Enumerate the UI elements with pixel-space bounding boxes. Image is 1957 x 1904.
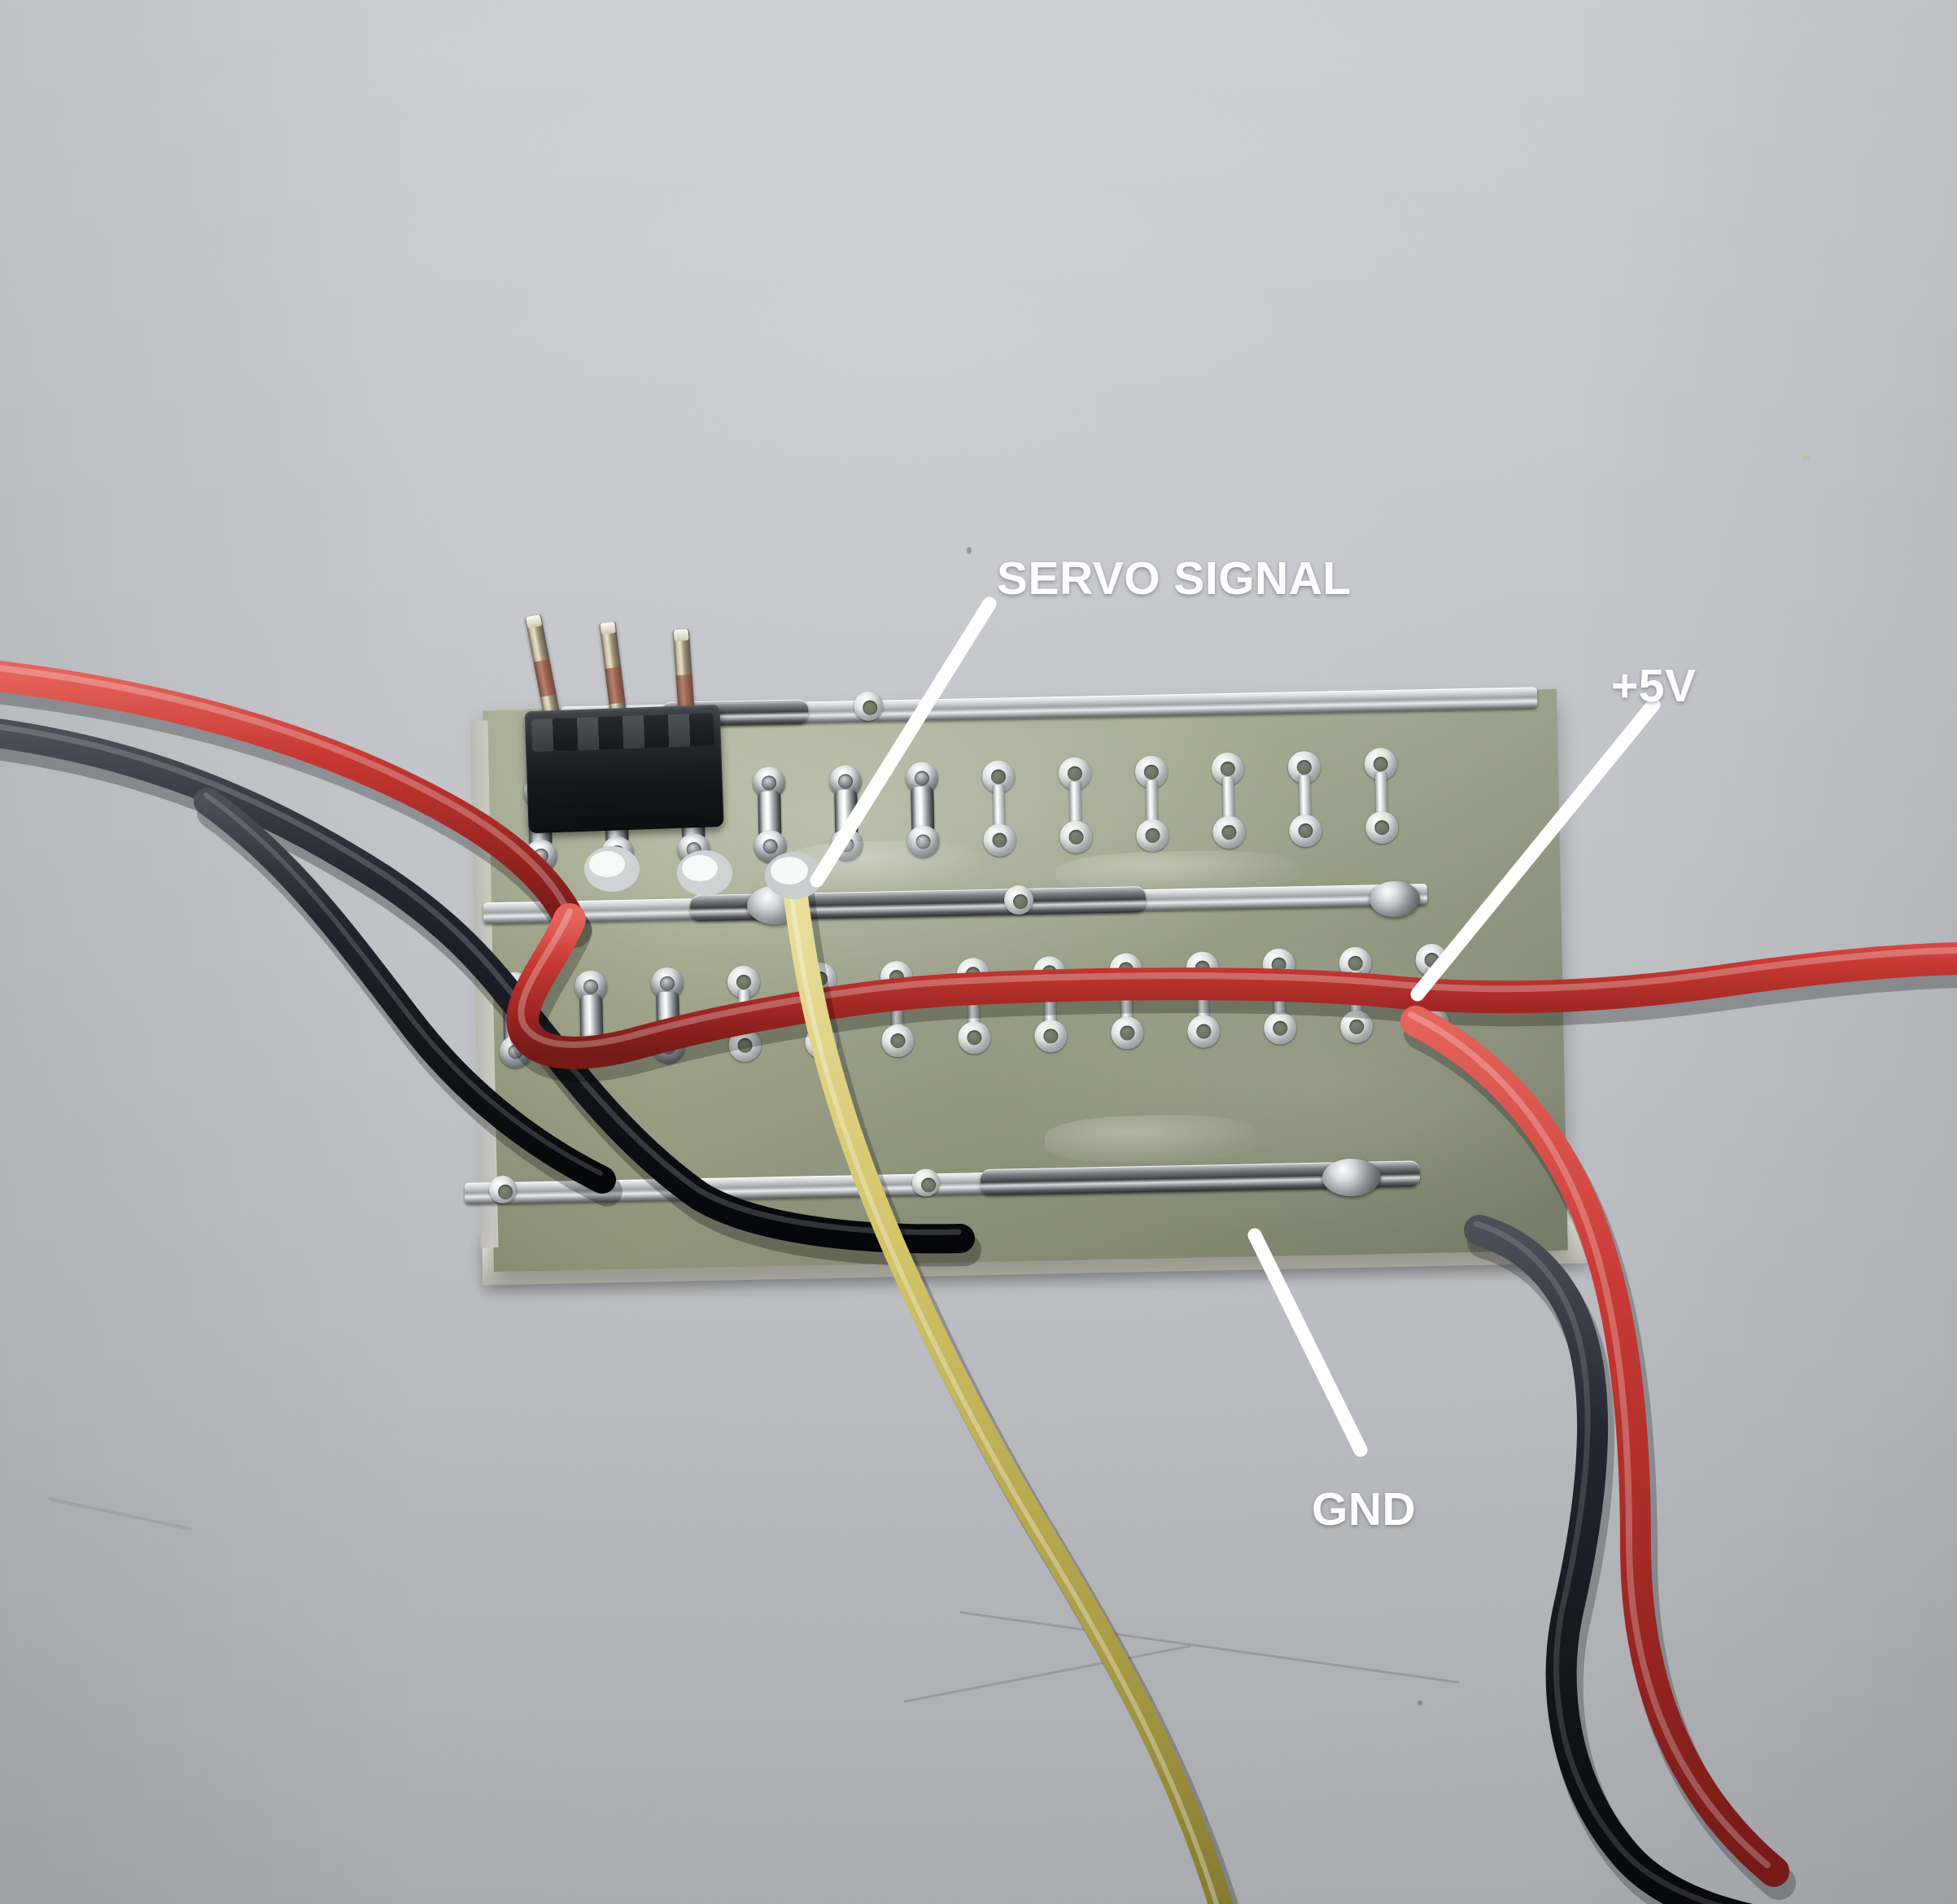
- callout-label-servo-signal: SERVO SIGNAL: [997, 552, 1352, 605]
- wire-yellow-signal: [781, 867, 1239, 1904]
- dust-speck: [1802, 456, 1810, 460]
- dust-speck: [1418, 1701, 1422, 1705]
- wire-red-left: [0, 661, 592, 948]
- leader-line-servo-signal: [810, 596, 997, 888]
- dust-speck: [967, 547, 972, 554]
- callout-label-gnd: GND: [1312, 1483, 1417, 1535]
- wire-red-right: [1400, 1006, 1796, 1900]
- wire-black-branch: [194, 788, 622, 1207]
- callout-label-plus-5v: +5V: [1611, 660, 1697, 712]
- header-solder-joints: [584, 846, 823, 899]
- leader-line-gnd: [1247, 1228, 1368, 1457]
- wire-black-right: [1464, 1215, 1754, 1904]
- leader-line-plus-5v: [1410, 697, 1661, 1002]
- wire-red-bus: [506, 903, 1957, 1082]
